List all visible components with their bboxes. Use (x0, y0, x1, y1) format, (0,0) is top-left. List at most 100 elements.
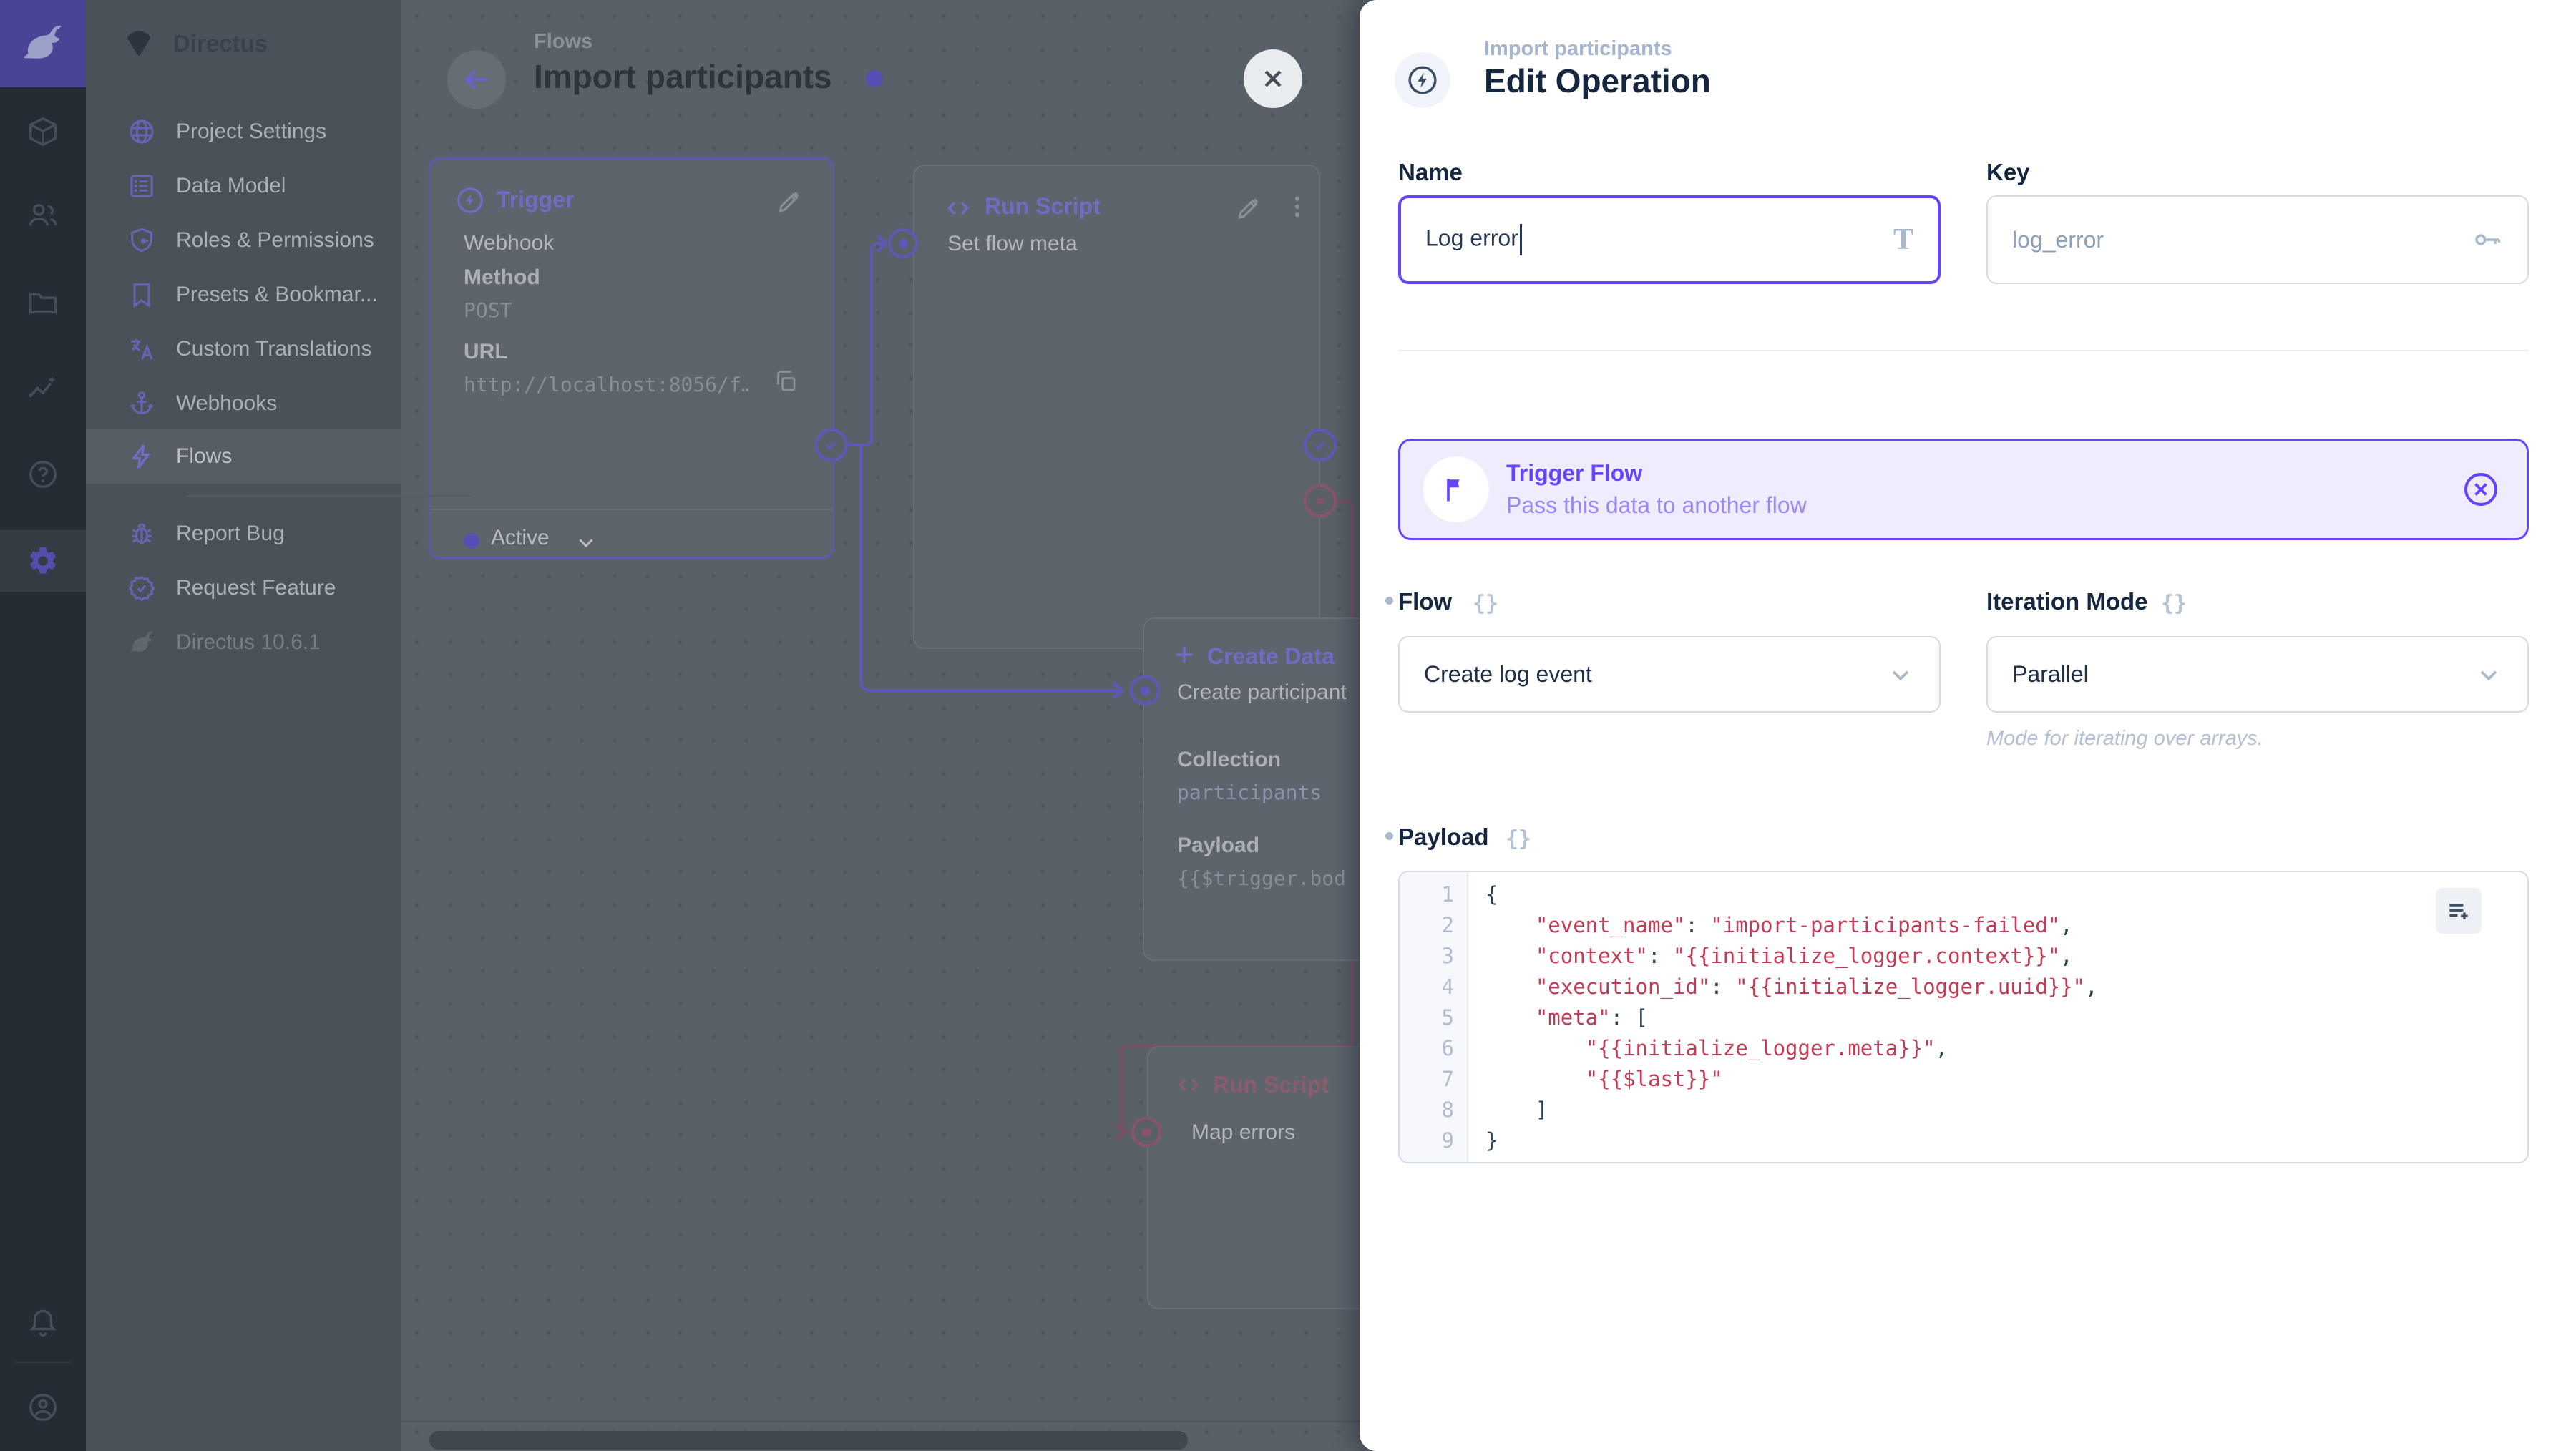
sidebar-item-flows[interactable]: Flows (86, 429, 401, 484)
flow-canvas[interactable]: Flows Import participants Trigger Webhoo… (401, 0, 1360, 1451)
x-icon (1316, 497, 1324, 505)
raw-value-icon[interactable]: {} (2161, 591, 2187, 616)
method-label: Method (464, 265, 540, 289)
flow-label: Flow (1398, 588, 1453, 615)
sidebar-item-custom-translations[interactable]: Custom Translations (86, 322, 401, 376)
connector-resolve-to-run-script (847, 242, 883, 446)
operation-name: Create participant (1177, 680, 1347, 704)
rabbit-icon (24, 26, 62, 59)
notice-title: Trigger Flow (1506, 460, 1643, 486)
copy-icon[interactable] (773, 368, 799, 394)
module-insights[interactable] (0, 360, 86, 416)
trigger-type: Webhook (464, 231, 555, 255)
run-script-panel[interactable]: Run Script Set flow meta (913, 165, 1320, 649)
module-content[interactable] (0, 104, 86, 160)
back-button[interactable] (447, 50, 506, 109)
input-connector[interactable] (1131, 1117, 1161, 1147)
code-icon (1178, 1078, 1199, 1091)
trigger-flow-notice[interactable]: Trigger Flow Pass this data to another f… (1398, 439, 2529, 540)
rabbit-icon (127, 628, 156, 657)
sidebar-item-presets-bookmarks[interactable]: Presets & Bookmar... (86, 268, 401, 322)
help-icon (29, 461, 57, 488)
trigger-panel[interactable]: Trigger Webhook Method POST URL http://l… (429, 157, 834, 559)
account-button[interactable] (0, 1379, 86, 1435)
chevron-down-icon (1886, 660, 1915, 689)
unsaved-dot (866, 70, 883, 87)
input-connector[interactable] (888, 228, 918, 258)
plus-icon (1176, 646, 1193, 663)
resolve-connector[interactable] (815, 429, 848, 461)
code-lines[interactable]: { "event_name": "import-participants-fai… (1485, 882, 2098, 1153)
raw-value-icon[interactable]: {} (1506, 826, 1532, 851)
translate-icon (127, 335, 156, 363)
breadcrumb[interactable]: Flows (534, 30, 593, 53)
module-help[interactable] (0, 446, 86, 502)
flow-value: Create log event (1424, 661, 1592, 687)
notifications-button[interactable] (0, 1293, 86, 1349)
sidebar-item-report-bug[interactable]: Report Bug (86, 507, 401, 561)
close-button[interactable] (1244, 49, 1302, 108)
reject-connector[interactable] (1304, 484, 1337, 517)
connector-arrowhead (1115, 1123, 1128, 1141)
status-label[interactable]: Active (491, 526, 550, 549)
iteration-mode-select[interactable]: Parallel (1986, 636, 2529, 713)
edit-operation-drawer: Import participants Edit Operation Name … (1360, 0, 2576, 1451)
chevron-down-icon[interactable] (574, 530, 598, 554)
edit-pencil-icon[interactable] (776, 188, 803, 215)
map-errors-panel[interactable]: Run Script Map errors (1147, 1046, 1360, 1309)
raw-value-icon[interactable]: {} (1473, 591, 1499, 616)
module-users[interactable] (0, 187, 86, 243)
folder-icon (29, 293, 57, 314)
collection-value: participants (1177, 781, 1322, 804)
resolve-connector[interactable] (1304, 429, 1337, 461)
operation-name: Set flow meta (947, 232, 1078, 255)
sidebar-divider (186, 495, 472, 497)
input-connector[interactable] (1130, 675, 1160, 705)
sidebar-item-request-feature[interactable]: Request Feature (86, 561, 401, 615)
key-label: Key (1986, 159, 2030, 185)
sidebar-item-data-model[interactable]: Data Model (86, 159, 401, 213)
edit-pencil-icon[interactable] (1235, 195, 1262, 222)
sidebar-item-label: Webhooks (176, 391, 278, 415)
horizontal-scrollbar[interactable] (429, 1431, 1188, 1450)
notice-subtitle: Pass this data to another flow (1506, 492, 1807, 518)
sidebar-item-project-settings[interactable]: Project Settings (86, 104, 401, 159)
circled-bolt-icon (457, 187, 483, 213)
name-input[interactable]: Log error T (1398, 195, 1941, 284)
cancel-circle-icon (2464, 473, 2497, 506)
module-settings[interactable] (0, 530, 86, 592)
editor-options-button[interactable] (2436, 888, 2482, 934)
bookmark-icon (127, 280, 156, 309)
drawer-breadcrumb[interactable]: Import participants (1484, 37, 1672, 60)
payload-label: Payload (1398, 824, 1489, 850)
close-icon (1264, 70, 1282, 87)
connector-arrowhead (1112, 681, 1125, 700)
globe-icon (127, 117, 156, 146)
sidebar-item-label: Data Model (176, 174, 286, 197)
required-dot (1385, 597, 1393, 605)
check-icon (1314, 441, 1325, 450)
operation-name: Map errors (1191, 1120, 1296, 1144)
remove-panel-button[interactable] (2461, 469, 2501, 509)
flag-icon-badge (1423, 456, 1489, 522)
sidebar-item-webhooks[interactable]: Webhooks (86, 376, 401, 431)
sidebar-item-label: Presets & Bookmar... (176, 283, 378, 306)
key-value: log_error (2012, 226, 2104, 253)
key-input[interactable]: log_error (1986, 195, 2529, 284)
content-box-icon (29, 117, 57, 147)
create-data-panel[interactable]: Create Data Create participant Collectio… (1143, 617, 1360, 961)
arrow-left-icon (464, 69, 487, 89)
payload-label: Payload (1177, 834, 1260, 857)
module-files[interactable] (0, 274, 86, 330)
project-header[interactable]: Directus (86, 0, 401, 87)
check-icon (826, 441, 836, 450)
kebab-menu-icon[interactable] (1284, 193, 1311, 220)
sidebar-item-roles-permissions[interactable]: Roles & Permissions (86, 213, 401, 268)
title-icon: T (1893, 223, 1913, 256)
panel-title: Run Script (1213, 1072, 1329, 1098)
directus-logo[interactable] (0, 0, 86, 87)
flow-select[interactable]: Create log event (1398, 636, 1941, 713)
avatar-icon (29, 1394, 57, 1421)
sidebar-item-label: Request Feature (176, 576, 336, 600)
